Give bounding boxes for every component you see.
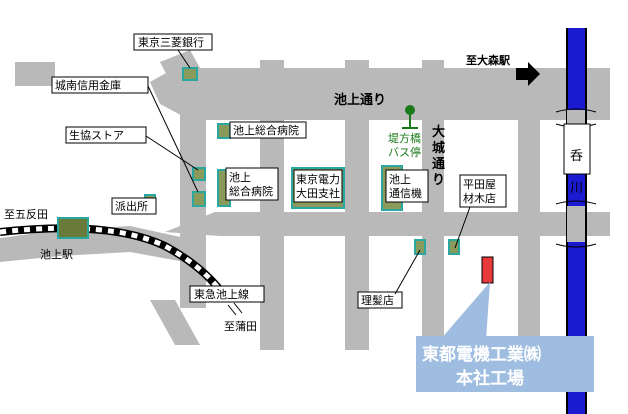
svg-text:り: り <box>432 173 445 188</box>
leader-lines <box>145 49 471 295</box>
svg-text:大: 大 <box>432 124 445 140</box>
label-ikegami-hospital-1: 池上総合病院 <box>233 123 299 137</box>
label-tsushinki-1: 池上 <box>389 173 411 186</box>
river-label-2: 川 <box>570 181 583 196</box>
label-barber: 理髪店 <box>361 293 394 307</box>
label-ikegami-station: 池上駅 <box>40 248 73 261</box>
railway-tokyu-ikegami <box>0 217 243 316</box>
company-factory: 本社工場 <box>456 368 524 389</box>
river-bank-right <box>585 28 587 414</box>
road-vertical-2 <box>260 60 284 350</box>
svg-text:通: 通 <box>432 156 445 172</box>
label-ikegami-hospital-2b: 総合病院 <box>229 184 273 198</box>
road-vertical-1 <box>180 108 206 308</box>
label-hirataya-2: 材木店 <box>463 191 496 205</box>
river-nomikawa: 呑 川 <box>555 28 597 414</box>
river-label-1: 呑 <box>570 149 583 164</box>
label-tsushinki-2: 通信機 <box>389 186 422 200</box>
factory-marker-icon <box>481 256 494 284</box>
building-bank-mitsubishi <box>182 67 198 81</box>
label-to-kamata: 至蒲田 <box>224 319 257 333</box>
label-to-gotanda: 至五反田 <box>4 208 48 221</box>
road-vertical-5 <box>518 120 540 350</box>
road-left-upper <box>15 62 55 86</box>
company-box: 東都電機工業㈱ 本社工場 <box>416 336 594 392</box>
right-arrow-icon <box>516 62 540 86</box>
label-ikegami-dori: 池上通り <box>334 92 386 108</box>
building-shinkin <box>192 191 206 207</box>
label-ikegami-hospital-2a: 池上 <box>229 171 251 184</box>
bridge-2 <box>555 200 597 248</box>
station-platform <box>57 217 89 239</box>
label-bus-stop-2: バス停 <box>388 145 421 159</box>
label-to-omori: 至大森駅 <box>466 53 510 67</box>
road-vertical-4 <box>422 60 444 350</box>
building-hirataya <box>448 239 460 255</box>
label-bus-stop-1: 堤方橋 <box>388 131 421 145</box>
label-odai-dori: 大 城 通 り <box>432 124 445 188</box>
building-barber <box>414 239 426 255</box>
callout-pointer <box>440 282 490 340</box>
label-jonan-shinkin: 城南信用金庫 <box>55 78 121 92</box>
label-hirataya-1: 平田屋 <box>463 178 496 191</box>
building-hospital-1 <box>217 123 231 139</box>
road-diag-lower <box>150 300 200 345</box>
label-tepco-2: 大田支社 <box>296 186 340 200</box>
building-seikyo <box>192 167 206 181</box>
label-tokyu-ikegami-line: 東急池上線 <box>194 287 249 301</box>
label-bank-mitsubishi: 東京三菱銀行 <box>138 35 204 49</box>
label-boxes: 東京三菱銀行 城南信用金庫 生協ストア 池上総合病院 池上 総合病院 東京電力 … <box>51 33 507 309</box>
svg-text:城: 城 <box>432 140 445 156</box>
road-network <box>0 50 610 350</box>
label-tepco-1: 東京電力 <box>296 172 340 186</box>
bus-stop-icon <box>402 105 418 129</box>
company-name: 東都電機工業㈱ <box>422 344 541 365</box>
label-police-box: 派出所 <box>115 199 148 213</box>
label-seikyo-store: 生協ストア <box>69 128 124 142</box>
